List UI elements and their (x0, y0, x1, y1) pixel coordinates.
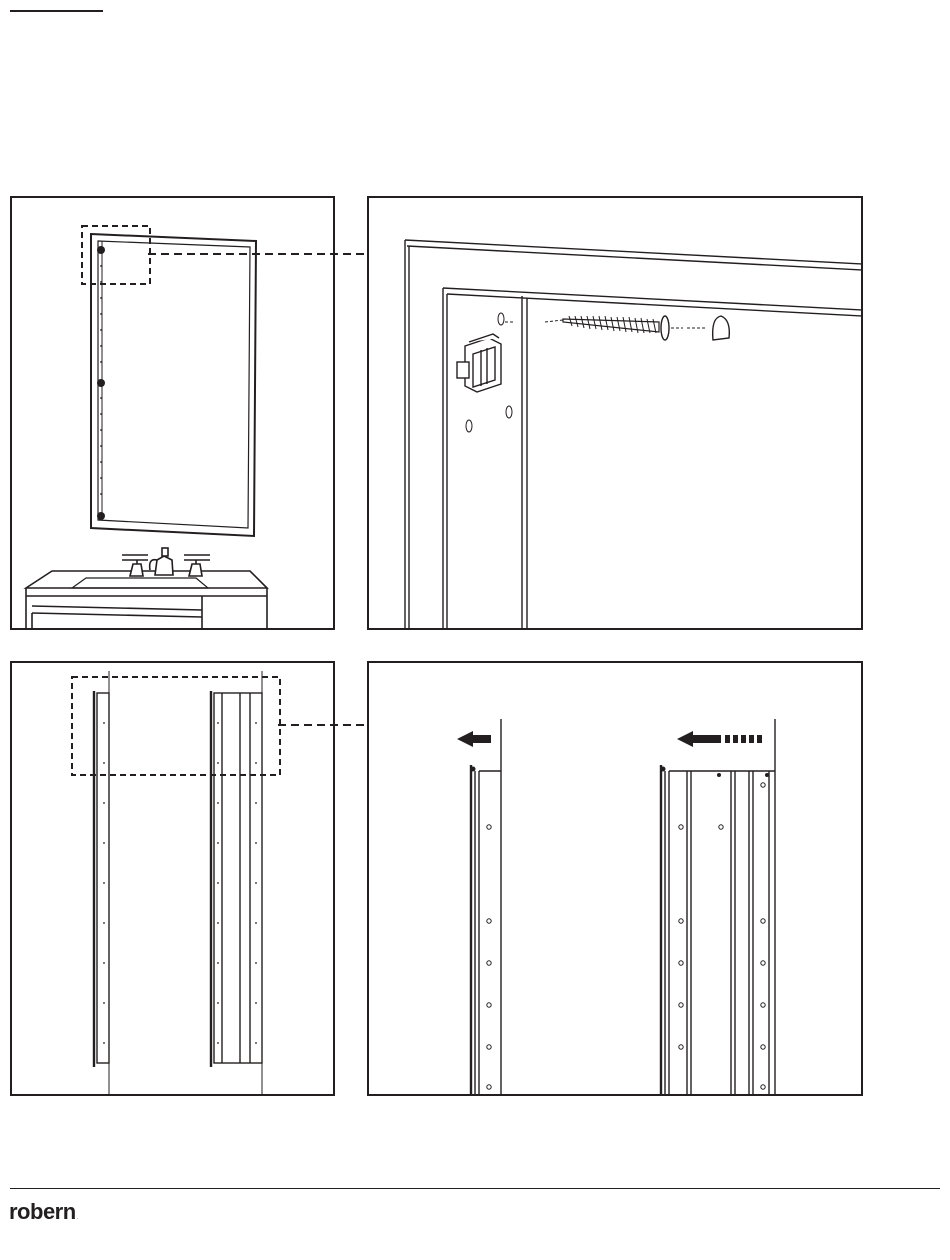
arrow-left-dotted-icon (677, 731, 762, 747)
rail-overview-illustration (12, 663, 333, 1094)
header-rule (10, 10, 103, 12)
rail-highlight-box (72, 677, 280, 775)
screw-icon (545, 316, 683, 340)
panel-rail-detail (367, 661, 863, 1096)
brand-logo: robern. (9, 1199, 78, 1225)
mirror-overview-illustration (12, 198, 333, 628)
vanity-illustration (26, 548, 267, 628)
panel-rail-overview (10, 661, 335, 1096)
panel-mounting-detail (367, 196, 863, 630)
arrow-left-icon (457, 731, 491, 747)
mounting-detail-illustration (369, 198, 861, 628)
rail-detail-illustration (369, 663, 861, 1094)
footer-rule (10, 1188, 940, 1189)
panel-mirror-overview (10, 196, 335, 630)
cap-icon (687, 316, 729, 340)
clip-icon (457, 334, 501, 392)
